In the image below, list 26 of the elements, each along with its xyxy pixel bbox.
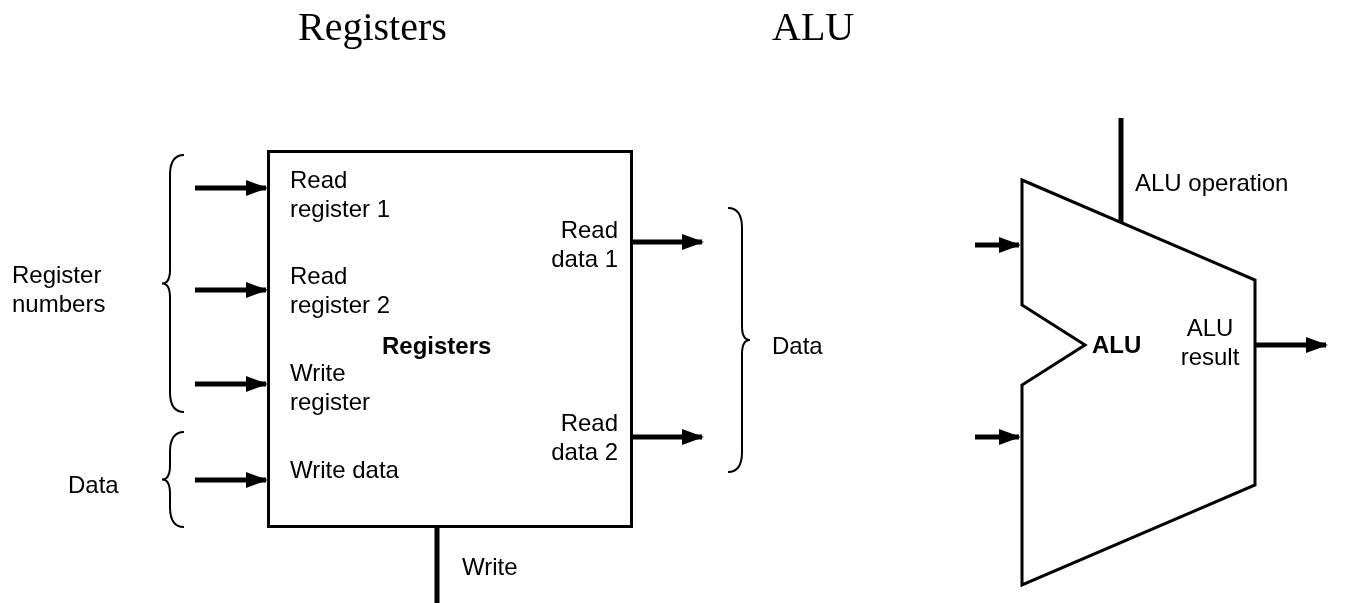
arrow	[633, 234, 704, 250]
port-label: Write register	[290, 358, 372, 416]
arrow	[633, 429, 704, 445]
port-label: Write data	[290, 455, 400, 484]
signal-line	[434, 528, 440, 603]
title-text: ALU	[772, 4, 855, 50]
arrow	[975, 237, 1021, 253]
port-label: Read data 1	[550, 215, 618, 273]
block-label: Registers	[382, 331, 493, 360]
arrow	[975, 429, 1021, 445]
port-label: Read data 2	[550, 408, 618, 466]
port-label: Read register 1	[290, 165, 392, 223]
port-label: Read register 2	[290, 261, 392, 319]
register-file-block	[267, 150, 633, 528]
block-label: ALU	[1092, 330, 1143, 359]
signal-line	[1118, 118, 1124, 223]
arrow	[195, 376, 268, 392]
arrow	[195, 180, 268, 196]
group-label: Data	[68, 470, 119, 499]
arrow	[195, 472, 268, 488]
group-label: Data	[772, 331, 823, 360]
title-text: Registers	[298, 4, 447, 50]
arrow	[1256, 337, 1328, 353]
group-label: Register numbers	[12, 260, 107, 318]
arrow	[195, 282, 268, 298]
port-label: ALU result	[1179, 313, 1241, 371]
